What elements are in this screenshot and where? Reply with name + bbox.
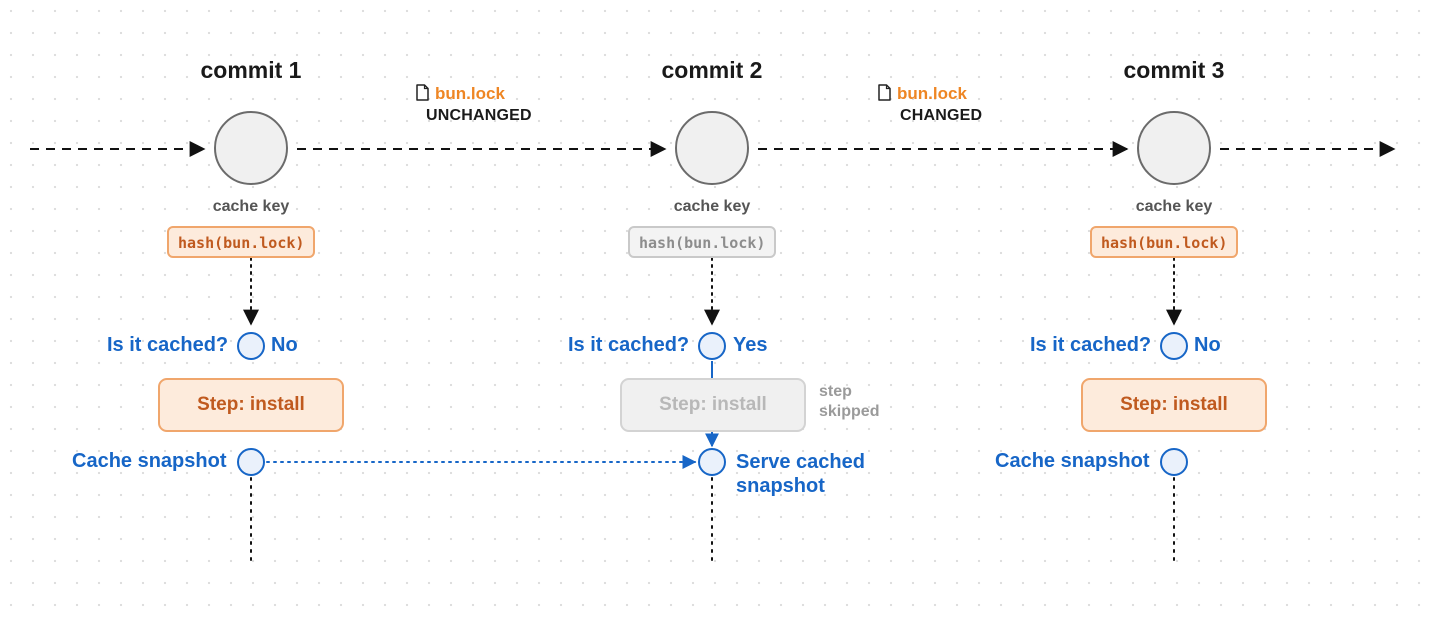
transition-2-file-name: bun.lock xyxy=(897,84,967,103)
commit-3-step-install[interactable]: Step: install xyxy=(1081,378,1267,432)
commit-2-serve-node[interactable] xyxy=(698,448,726,476)
commit-3-cached-node[interactable] xyxy=(1160,332,1188,360)
commit-2-cached-node[interactable] xyxy=(698,332,726,360)
file-icon xyxy=(416,84,429,101)
commit-2-serve-label: Serve cached snapshot xyxy=(736,451,865,497)
commit-1-cached-question: Is it cached? xyxy=(107,334,229,356)
commit-3-title: commit 3 xyxy=(1123,57,1225,83)
commit-1-node[interactable] xyxy=(214,111,288,185)
transition-2-status: CHANGED xyxy=(900,107,983,124)
commit-1-title: commit 1 xyxy=(200,57,302,83)
commit-2-cached-answer: Yes xyxy=(733,334,768,356)
commit-3-cached-question: Is it cached? xyxy=(1030,334,1152,356)
commit-2-step-install: Step: install xyxy=(620,378,806,432)
commit-2-hash-badge: hash(bun.lock) xyxy=(628,226,777,258)
commit-2-cached-question: Is it cached? xyxy=(568,334,690,356)
commit-2-node[interactable] xyxy=(675,111,749,185)
commit-3-node[interactable] xyxy=(1137,111,1211,185)
commit-1-snapshot-node[interactable] xyxy=(237,448,265,476)
transition-1-file: bun.lock xyxy=(416,84,505,104)
commit-3-cached-answer: No xyxy=(1194,334,1221,356)
commit-1-hash-badge: hash(bun.lock) xyxy=(167,226,316,258)
commit-2-title: commit 2 xyxy=(661,57,763,83)
commit-2-cache-key-label: cache key xyxy=(673,198,751,215)
file-icon xyxy=(878,84,891,101)
commit-3-snapshot-label: Cache snapshot xyxy=(995,450,1150,472)
commit-3-cache-key-label: cache key xyxy=(1135,198,1213,215)
transition-1-status: UNCHANGED xyxy=(426,107,532,124)
commit-1-snapshot-label: Cache snapshot xyxy=(72,450,227,472)
commit-3-hash-badge: hash(bun.lock) xyxy=(1090,226,1239,258)
commit-1-step-install[interactable]: Step: install xyxy=(158,378,344,432)
transition-1-file-name: bun.lock xyxy=(435,84,505,103)
transition-2-file: bun.lock xyxy=(878,84,967,104)
commit-1-cached-answer: No xyxy=(271,334,298,356)
commit-1-cache-key-label: cache key xyxy=(212,198,290,215)
commit-1-cached-node[interactable] xyxy=(237,332,265,360)
commit-3-snapshot-node[interactable] xyxy=(1160,448,1188,476)
commit-2-step-skipped: step skipped xyxy=(819,383,880,420)
